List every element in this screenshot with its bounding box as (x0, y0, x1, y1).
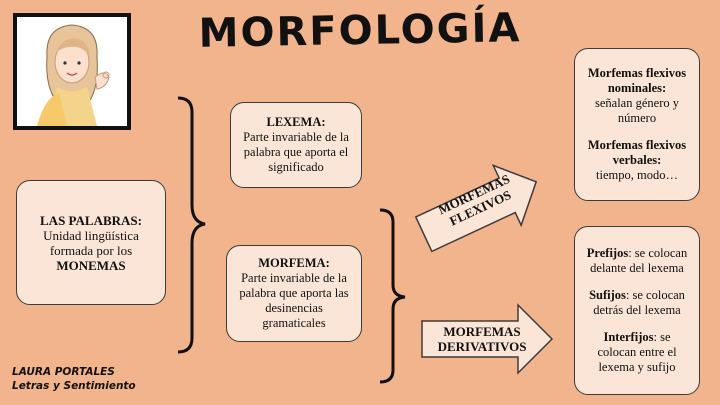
derivativos-arrow-label: MORFEMAS DERIVATIVOS (437, 324, 527, 354)
palabras-definition: Unidad lingüística formada por los (43, 227, 139, 258)
lexema-box: LEXEMA: Parte invariable de la palabra q… (230, 102, 362, 188)
main-brace-icon (177, 96, 206, 354)
morfema-brace-icon (379, 208, 406, 384)
prefijos-text: : se colocan delante del lexema (590, 246, 688, 275)
palabras-heading: LAS PALABRAS: (40, 212, 142, 228)
sufijos-text: : se colocan detrás del lexema (593, 288, 685, 317)
prefijos-heading: Prefijos (586, 246, 629, 260)
morfema-box: MORFEMA: Parte invariable de la palabra … (226, 245, 362, 342)
woman-illustration-icon (17, 17, 127, 126)
palabras-box: LAS PALABRAS: Unidad lingüística formada… (16, 180, 166, 305)
palabras-monemas: MONEMAS (56, 257, 126, 273)
nominales-heading: Morfemas flexivos nominales: (587, 66, 687, 95)
morfema-definition: Parte invariable de la palabra que aport… (239, 271, 349, 330)
verbales-heading: Morfemas flexivos verbales: (587, 138, 687, 167)
author-portrait (13, 13, 131, 130)
signature-tagline: Letras y Sentimiento (12, 380, 136, 392)
lexema-definition: Parte invariable de la palabra que aport… (243, 130, 349, 174)
flexivos-box: Morfemas flexivos nominales: señalan gén… (574, 48, 700, 201)
interfijos-heading: Interfijos (603, 330, 654, 344)
interfijos-text: : se colocan entre el lexema y sufijo (597, 330, 677, 374)
sufijos-heading: Sufijos (589, 288, 626, 302)
page-title: MORFOLOGÍA (198, 5, 522, 57)
morfema-heading: MORFEMA: (258, 256, 330, 270)
nominales-text: señalan género y número (595, 96, 679, 125)
author-signature: LAURA PORTALES Letras y Sentimiento (12, 365, 172, 393)
lexema-heading: LEXEMA: (266, 115, 326, 129)
derivativos-box: Prefijos: se colocan delante del lexema … (574, 226, 700, 395)
flexivos-arrow-label: MORFEMAS FLEXIVOS (435, 171, 514, 229)
signature-name: LAURA PORTALES (12, 366, 115, 378)
verbales-text: tiempo, modo… (596, 168, 678, 182)
